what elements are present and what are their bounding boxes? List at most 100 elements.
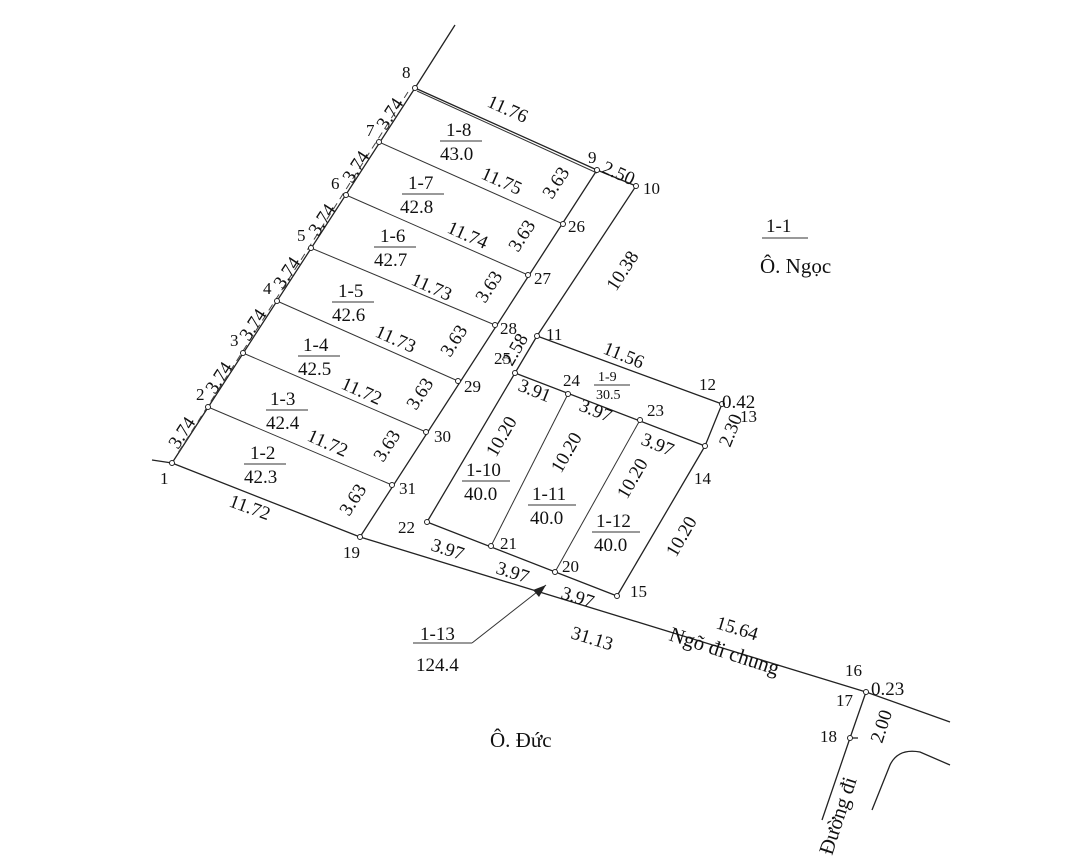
dim-1-2: 3.74 [165,413,201,453]
point-label-23: 23 [647,401,664,420]
point-marker-22 [424,519,430,525]
dim-21-24: 10.20 [547,429,587,477]
point-marker-21 [488,543,494,549]
point-label-11: 11 [546,325,562,344]
dim-20-23: 10.20 [613,455,653,503]
point-label-8: 8 [402,63,411,82]
boundary-lines [151,24,951,821]
dim-7-8: 3.74 [373,94,409,134]
dim-19-20: 31.13 [569,623,616,656]
lot-area-1-3: 42.4 [266,413,300,434]
lot-area-1-13: 124.4 [416,655,459,676]
dim-2-3: 3.74 [202,358,238,398]
point-marker-31 [389,482,395,488]
lot-labels: 1-2 42.3 1-3 42.4 1-4 42.5 1-5 42.6 1-6 … [244,120,808,676]
point-marker-19 [357,534,363,540]
dim-31-19: 3.63 [336,480,372,519]
lot-id-1-10: 1-10 [466,460,501,481]
point-marker-15 [614,593,620,599]
lot-area-1-10: 40.0 [464,484,497,505]
dim-2-31: 11.72 [304,425,351,461]
point-label-13: 13 [740,407,757,426]
point-label-19: 19 [343,543,360,562]
lot-id-1-9: 1-9 [598,370,617,385]
point-label-5: 5 [297,226,306,245]
point-label-17: 17 [836,691,854,710]
dim-16-17: 0.23 [871,679,904,700]
lot-area-1-5: 42.6 [332,305,365,326]
point-label-31: 31 [399,479,416,498]
dim-7-26: 11.75 [478,163,525,199]
point-marker-20 [552,569,558,575]
dim-27-28: 3.63 [472,267,508,306]
lot-area-1-4: 42.5 [298,359,331,380]
lot-area-1-11: 40.0 [530,508,563,529]
dim-26-27: 3.63 [505,216,541,255]
point-label-27: 27 [534,269,552,288]
point-label-14: 14 [694,469,712,488]
point-label-2: 2 [196,385,205,404]
lot-id-1-2: 1-2 [250,443,275,464]
lot-id-1-12: 1-12 [596,511,631,532]
point-label-22: 22 [398,518,415,537]
dim-9-10: 2.50 [599,157,638,190]
lot-id-1-13: 1-13 [420,624,455,645]
dim-30-31: 3.63 [370,426,406,465]
point-marker-3 [240,350,246,356]
dim-20-15: 3.97 [558,583,596,613]
point-label-4: 4 [263,279,272,298]
dim-5-28: 11.73 [408,269,455,305]
point-marker-4 [274,298,280,304]
point-marker-11 [534,333,540,339]
point-label-10: 10 [643,179,660,198]
back-dimensions: 3.63 3.63 3.63 3.63 3.63 3.63 3.63 [336,163,575,519]
point-marker-8 [412,85,418,91]
lot-id-1-7: 1-7 [408,173,433,194]
dim-22-21: 3.97 [428,535,466,565]
owner-label-duc: Ô. Đức [490,728,552,752]
dim-12-13: 0.42 [722,392,755,413]
dim-28-29: 3.63 [437,321,473,360]
point-marker-30 [423,429,429,435]
dim-29-30: 3.63 [403,374,439,413]
point-marker-7 [376,139,382,145]
point-label-16: 16 [845,661,862,680]
lot-id-1-5: 1-5 [338,281,363,302]
dim-22-25: 10.20 [482,413,522,461]
owner-label-ngoc: Ô. Ngọc [760,254,831,278]
point-label-18: 18 [820,727,837,746]
point-label-20: 20 [562,557,579,576]
lot-id-1-6: 1-6 [380,226,405,247]
dim-23-14: 3.97 [638,429,677,461]
point-label-25: 25 [494,349,511,368]
point-marker-5 [308,245,314,251]
point-marker-29 [455,378,461,384]
lot-id-1-11: 1-11 [532,484,566,505]
point-marker-6 [343,192,349,198]
lot-id-1-1: 1-1 [766,216,791,237]
depth-dimensions: 11.76 11.75 11.74 11.73 11.73 11.72 11.7… [226,91,643,525]
lot-area-1-7: 42.8 [400,197,433,218]
lot-area-1-9: 30.5 [596,388,621,403]
lot-area-1-6: 42.7 [374,250,407,271]
point-numbers: 1 2 3 4 5 6 7 8 9 10 11 12 13 14 15 16 1… [160,63,862,746]
point-marker-2 [205,404,211,410]
point-marker-23 [637,417,643,423]
point-marker-27 [525,272,531,278]
lot-area-1-2: 42.3 [244,467,277,488]
point-marker-25 [512,370,518,376]
dim-3-4: 3.74 [236,305,272,345]
dim-9-26: 3.63 [539,163,575,202]
point-label-9: 9 [588,148,597,167]
point-label-29: 29 [464,377,481,396]
point-label-3: 3 [230,331,239,350]
point-marker-24 [565,391,571,397]
point-label-15: 15 [630,582,647,601]
point-label-6: 6 [331,174,340,193]
dim-25-24: 3.91 [515,375,554,407]
point-label-30: 30 [434,427,451,446]
point-label-24: 24 [563,371,581,390]
dim-17-18: 2.00 [867,707,897,745]
dim-4-5: 3.74 [270,253,306,293]
dim-4-29: 11.73 [372,321,419,357]
